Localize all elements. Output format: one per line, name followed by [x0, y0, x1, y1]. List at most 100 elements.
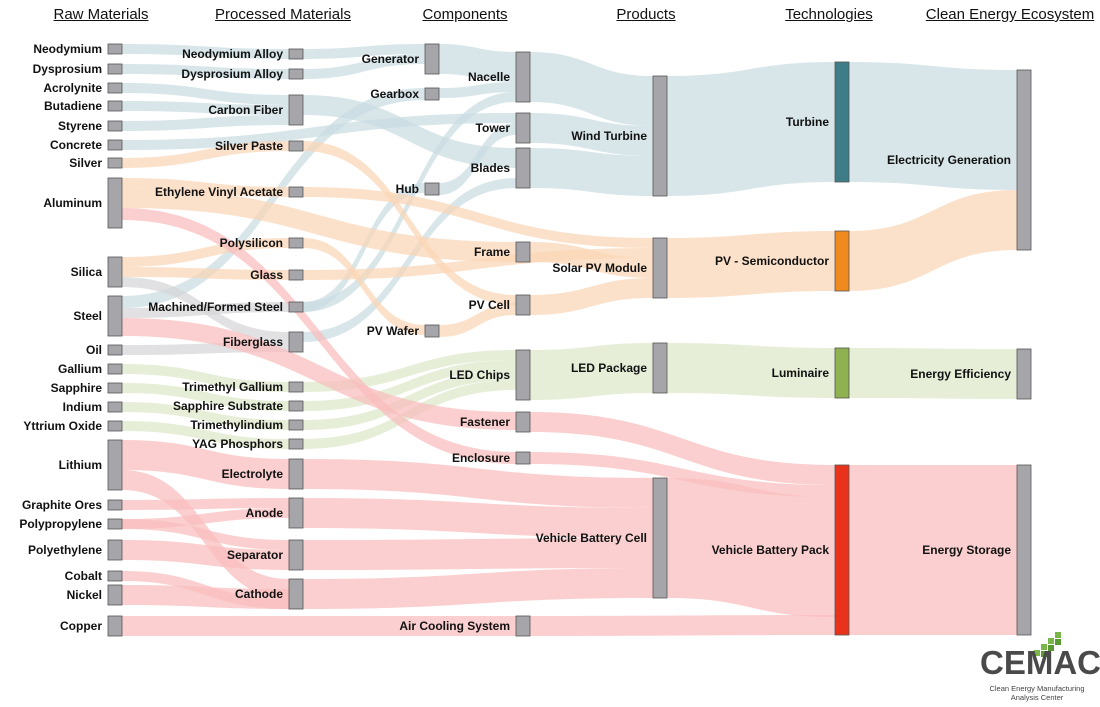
header-clean-energy-ecosystem: Clean Energy Ecosystem [925, 6, 1095, 23]
node-nacelle[interactable] [515, 51, 531, 103]
node-solar-pv-module[interactable] [652, 237, 668, 299]
label-wind-turbine: Wind Turbine [571, 129, 647, 143]
node-pv-semiconductor[interactable] [834, 230, 850, 292]
node-dysprosium[interactable] [107, 63, 123, 75]
node-vehicle-battery-cell[interactable] [652, 477, 668, 599]
label-led-chips: LED Chips [449, 368, 510, 382]
flow-air-cooling-to-vehicle-battery-pack [530, 615, 835, 636]
header-technologies: Technologies [785, 6, 873, 23]
node-oil[interactable] [107, 344, 123, 356]
flow-yttrium-oxide-to-yag-phosphors [122, 421, 289, 449]
label-dysprosium: Dysprosium [33, 62, 102, 76]
node-anode[interactable] [288, 497, 304, 529]
node-blades[interactable] [515, 147, 531, 189]
node-pv-cell[interactable] [515, 294, 531, 316]
flow-concrete-to-tower [122, 113, 516, 150]
node-fiberglass[interactable] [288, 331, 304, 353]
label-pv-semiconductor: PV - Semiconductor [715, 254, 829, 268]
node-fastener[interactable] [515, 411, 531, 433]
node-tower[interactable] [515, 112, 531, 144]
node-air-cooling[interactable] [515, 615, 531, 637]
node-concrete[interactable] [107, 139, 123, 151]
flow-steel-to-gearbox [122, 88, 425, 308]
node-yag-phosphors[interactable] [288, 438, 304, 450]
label-silver: Silver [69, 156, 102, 170]
node-energy-efficiency[interactable] [1016, 348, 1032, 400]
flow-trimethylindium-to-led-chips [303, 370, 516, 430]
label-polypropylene: Polypropylene [19, 517, 102, 531]
node-sapphire-substrate[interactable] [288, 400, 304, 412]
flow-silica-to-glass [122, 267, 289, 280]
flow-led-package-to-luminaire [667, 343, 835, 398]
label-tower: Tower [476, 121, 511, 135]
flow-dysprosium-alloy-to-generator [303, 54, 425, 79]
node-gallium[interactable] [107, 363, 123, 375]
node-carbon-fiber[interactable] [288, 94, 304, 126]
node-electricity-generation[interactable] [1016, 69, 1032, 251]
node-cobalt[interactable] [107, 570, 123, 582]
label-nacelle: Nacelle [468, 70, 510, 84]
node-trimethylindium[interactable] [288, 419, 304, 431]
node-polysilicon[interactable] [288, 237, 304, 249]
flow-fiberglass-to-blades [303, 178, 516, 342]
node-glass[interactable] [288, 269, 304, 281]
label-hub: Hub [396, 182, 419, 196]
node-silver[interactable] [107, 157, 123, 169]
flow-luminaire-to-energy-efficiency [849, 348, 1017, 399]
node-butadiene[interactable] [107, 100, 123, 112]
label-generator: Generator [362, 52, 420, 66]
node-steel[interactable] [107, 295, 123, 337]
node-luminaire[interactable] [834, 347, 850, 399]
node-indium[interactable] [107, 401, 123, 413]
node-generator[interactable] [424, 43, 440, 75]
node-styrene[interactable] [107, 120, 123, 132]
flow-gearbox-to-nacelle [439, 82, 516, 98]
node-wind-turbine[interactable] [652, 75, 668, 197]
node-eva[interactable] [288, 186, 304, 198]
node-neodymium-alloy[interactable] [288, 48, 304, 60]
node-frame[interactable] [515, 241, 531, 263]
node-copper[interactable] [107, 615, 123, 637]
label-energy-storage: Energy Storage [922, 543, 1011, 557]
node-sapphire[interactable] [107, 382, 123, 394]
node-pv-wafer[interactable] [424, 324, 440, 338]
label-sapphire: Sapphire [51, 381, 103, 395]
node-gearbox[interactable] [424, 87, 440, 101]
label-cobalt: Cobalt [65, 569, 102, 583]
label-dysprosium-alloy: Dysprosium Alloy [181, 67, 283, 81]
node-neodymium[interactable] [107, 43, 123, 55]
node-energy-storage[interactable] [1016, 464, 1032, 636]
label-butadiene: Butadiene [44, 99, 102, 113]
node-nickel[interactable] [107, 584, 123, 606]
node-electrolyte[interactable] [288, 458, 304, 490]
node-vehicle-battery-pack[interactable] [834, 464, 850, 636]
node-trimethyl-gallium[interactable] [288, 381, 304, 393]
node-lithium[interactable] [107, 439, 123, 491]
node-cathode[interactable] [288, 578, 304, 610]
node-graphite-ores[interactable] [107, 499, 123, 511]
flow-silver-paste-to-pv-cell [303, 141, 516, 305]
node-machined-steel[interactable] [288, 301, 304, 313]
node-led-package[interactable] [652, 342, 668, 394]
node-polypropylene[interactable] [107, 518, 123, 530]
node-led-chips[interactable] [515, 349, 531, 401]
label-acrolynite: Acrolynite [43, 81, 102, 95]
flow-cathode-to-vehicle-battery-cell [303, 568, 653, 609]
node-enclosure[interactable] [515, 451, 531, 465]
label-pv-cell: PV Cell [469, 298, 510, 312]
node-yttrium-oxide[interactable] [107, 420, 123, 432]
flow-nickel-to-cathode [122, 585, 289, 609]
node-dysprosium-alloy[interactable] [288, 68, 304, 80]
node-silver-paste[interactable] [288, 140, 304, 152]
label-trimethyl-gallium: Trimethyl Gallium [182, 380, 283, 394]
node-separator[interactable] [288, 539, 304, 571]
node-turbine[interactable] [834, 61, 850, 183]
node-silica[interactable] [107, 256, 123, 288]
label-sapphire-substrate: Sapphire Substrate [173, 399, 283, 413]
node-hub[interactable] [424, 182, 440, 196]
header-products: Products [616, 6, 676, 23]
node-aluminum[interactable] [107, 177, 123, 229]
header-components: Components [422, 6, 508, 23]
node-polyethylene[interactable] [107, 539, 123, 561]
node-acrolynite[interactable] [107, 82, 123, 94]
